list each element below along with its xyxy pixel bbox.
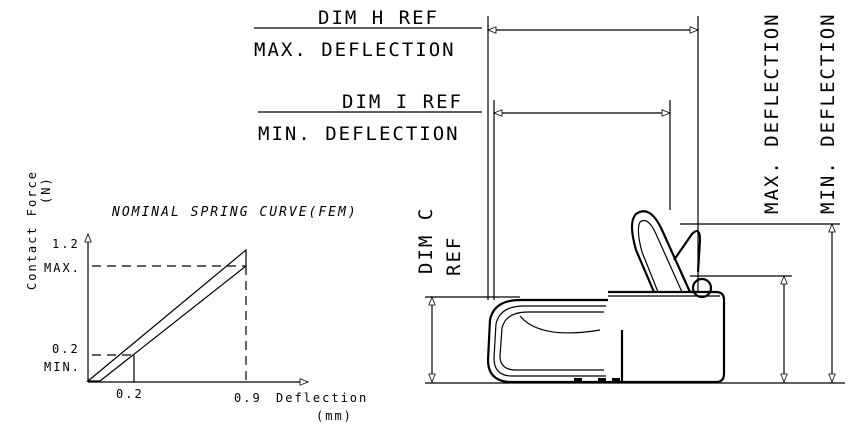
dimension-lines: [425, 16, 845, 384]
y-tick-max-label: MAX.: [44, 261, 81, 275]
x-axis-unit: (mm): [316, 409, 353, 423]
connector-profile: [486, 210, 726, 384]
dim-c-label: DIM C: [415, 207, 437, 274]
solder-pad-3: [612, 378, 620, 383]
contact-tip: [673, 230, 702, 273]
chart-title: NOMINAL SPRING CURVE(FEM): [111, 205, 358, 220]
y-tick-min-value: 0.2: [52, 342, 80, 356]
y-axis-unit: (N): [39, 176, 53, 204]
dim-i-ref-label: DIM I REF: [342, 91, 463, 113]
connector-housing: [608, 290, 726, 384]
x-axis-label: Deflection: [276, 391, 368, 405]
y-tick-min-label: MIN.: [44, 360, 81, 374]
spring-curve-band: [86, 248, 247, 382]
solder-pad-2: [598, 378, 606, 383]
solder-pad-1: [574, 378, 582, 383]
dim-i-deflection-label: MIN. DEFLECTION: [258, 123, 460, 145]
max-deflection-vertical-label: MAX. DEFLECTION: [761, 12, 783, 214]
contact-arm-inner: [637, 219, 683, 293]
contact-point: [691, 277, 713, 299]
dimension-labels: DIM H REF MAX. DEFLECTION DIM I REF MIN.…: [254, 7, 839, 276]
dim-h-ref-label: DIM H REF: [318, 7, 439, 29]
spring-curve-chart: NOMINAL SPRING CURVE(FEM) Contact Force …: [25, 170, 368, 423]
x-tick-1: 0.2: [116, 387, 144, 401]
spring-curl-outer: [486, 298, 608, 384]
dim-h-deflection-label: MAX. DEFLECTION: [254, 39, 456, 61]
min-deflection-vertical-label: MIN. DEFLECTION: [817, 12, 839, 214]
y-axis-label: Contact Force: [25, 170, 39, 290]
contact-arm-outer: [630, 210, 692, 293]
y-tick-max-value: 1.2: [52, 237, 80, 251]
dim-c-ref-label: REF: [443, 236, 465, 276]
spring-curl-detail: [519, 315, 601, 334]
x-tick-2: 0.9: [234, 391, 262, 405]
spring-curl-inner: [499, 311, 604, 371]
spring-curl-mid: [493, 305, 606, 377]
